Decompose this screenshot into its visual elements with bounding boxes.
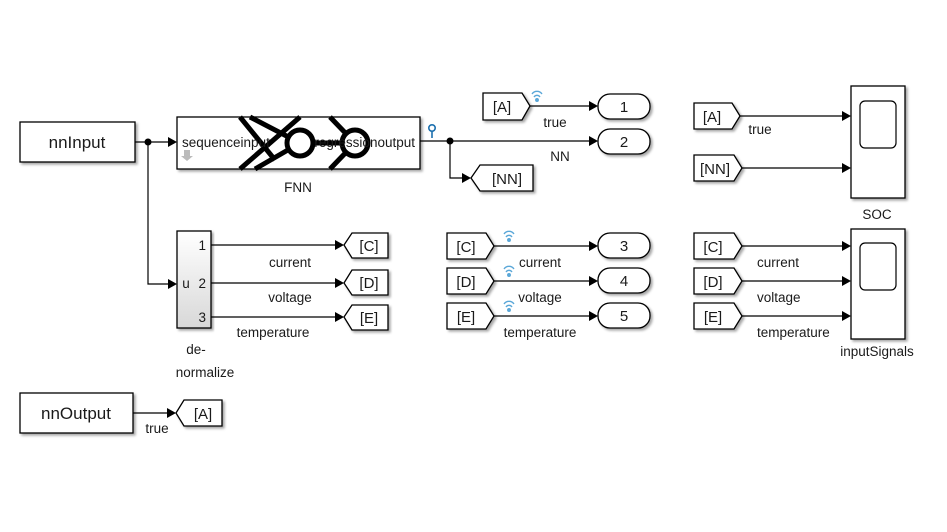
- signal-label-current: current: [519, 255, 561, 270]
- signal-current-out[interactable]: current: [494, 241, 598, 270]
- goto-a[interactable]: [A]: [175, 399, 223, 427]
- from-c-label: [C]: [456, 239, 475, 256]
- signal-label-nn: NN: [550, 149, 570, 164]
- branch-point: [144, 138, 152, 146]
- outport-3-label: 3: [620, 238, 628, 255]
- signal-label-true: true: [748, 122, 771, 137]
- inputsignals-scope-name: inputSignals: [840, 344, 914, 359]
- signal-label-temperature: temperature: [237, 325, 310, 340]
- fnn-input-port-label: sequenceinput: [182, 135, 270, 150]
- outport-3[interactable]: 3: [597, 232, 651, 259]
- signal-label-true: true: [543, 115, 566, 130]
- outport-5-label: 5: [620, 308, 628, 325]
- from-nn-right[interactable]: [NN]: [693, 154, 743, 182]
- signal-label-voltage: voltage: [268, 290, 312, 305]
- signal-true-goto[interactable]: true: [133, 408, 176, 436]
- fnn-block[interactable]: sequenceinput regressionoutput FNN: [176, 114, 421, 195]
- wireless-icon: [503, 230, 515, 312]
- scope-screen-icon: [859, 100, 897, 149]
- fnn-output-port-label: regressionoutput: [314, 135, 415, 150]
- signal-nn-scope[interactable]: [742, 163, 851, 173]
- fnn-name: FNN: [284, 180, 312, 195]
- from-e-label: [E]: [457, 309, 475, 326]
- signal-voltage-out[interactable]: voltage: [494, 276, 598, 305]
- nnoutput-label: nnOutput: [41, 404, 111, 423]
- signal-true-out[interactable]: true: [530, 101, 598, 130]
- outport-2-label: 2: [620, 134, 628, 151]
- scope-screen-icon: [859, 242, 897, 291]
- soc-scope-name: SOC: [862, 207, 892, 222]
- outport-4-label: 4: [620, 273, 628, 290]
- from-a-label: [A]: [493, 99, 511, 116]
- outport-1[interactable]: 1: [597, 93, 651, 120]
- goto-d[interactable]: [D]: [343, 269, 389, 296]
- goto-nn[interactable]: [NN]: [470, 164, 534, 192]
- from-a-label: [A]: [703, 109, 721, 126]
- nninput-label: nnInput: [49, 133, 106, 152]
- goto-e-label: [E]: [360, 310, 378, 327]
- denormalize-block[interactable]: u 1 2 3 de- normalize: [176, 230, 235, 380]
- denorm-port-2: 2: [198, 276, 206, 291]
- outport-2[interactable]: 2: [597, 128, 651, 155]
- goto-a-label: [A]: [194, 406, 212, 423]
- from-nn-label: [NN]: [700, 161, 730, 178]
- goto-c-label: [C]: [359, 238, 378, 255]
- outport-5[interactable]: 5: [597, 302, 651, 329]
- goto-e[interactable]: [E]: [343, 304, 389, 331]
- signal-true-scope[interactable]: true: [740, 111, 851, 137]
- nninput-block[interactable]: nnInput: [19, 121, 136, 163]
- denorm-port-3: 3: [198, 310, 206, 325]
- signal-voltage-goto[interactable]: voltage: [211, 278, 344, 305]
- neural-network-icon: [238, 114, 371, 172]
- goto-nn-label: [NN]: [492, 171, 522, 188]
- signal-temperature-goto[interactable]: temperature: [211, 312, 344, 340]
- denorm-port-1: 1: [198, 238, 206, 253]
- signal-label-voltage: voltage: [518, 290, 562, 305]
- denorm-name-1: de-: [186, 342, 206, 357]
- from-c-mid[interactable]: [C]: [446, 232, 495, 260]
- outport-1-label: 1: [620, 99, 628, 116]
- signal-nn[interactable]: NN: [420, 136, 598, 183]
- signal-current-goto[interactable]: current: [211, 240, 344, 270]
- from-e-right[interactable]: [E]: [693, 302, 743, 330]
- from-d-mid[interactable]: [D]: [446, 267, 495, 295]
- signal-label-current: current: [269, 255, 311, 270]
- from-d-label: [D]: [456, 274, 475, 291]
- signal-nninput[interactable]: [135, 137, 177, 289]
- denorm-name-2: normalize: [176, 365, 235, 380]
- from-c-right[interactable]: [C]: [693, 232, 743, 260]
- signal-temperature-scope[interactable]: temperature: [742, 311, 851, 340]
- goto-d-label: [D]: [359, 275, 378, 292]
- signal-label-true: true: [145, 421, 168, 436]
- nnoutput-block[interactable]: nnOutput: [19, 392, 134, 434]
- outport-4[interactable]: 4: [597, 267, 651, 294]
- signal-label-temperature: temperature: [757, 325, 830, 340]
- from-c-label: [C]: [703, 239, 722, 256]
- denorm-in-port: u: [182, 276, 190, 291]
- from-e-label: [E]: [704, 309, 722, 326]
- from-e-mid[interactable]: [E]: [446, 302, 495, 330]
- signal-temperature-out[interactable]: temperature: [494, 311, 598, 340]
- signal-label-temperature: temperature: [504, 325, 577, 340]
- from-a-top[interactable]: [A]: [482, 92, 531, 121]
- goto-c[interactable]: [C]: [343, 232, 389, 259]
- probe-icon[interactable]: [427, 124, 436, 138]
- signal-voltage-scope[interactable]: voltage: [742, 276, 851, 305]
- soc-scope[interactable]: SOC: [850, 85, 906, 222]
- from-d-label: [D]: [703, 274, 722, 291]
- down-arrow-icon: [181, 150, 193, 161]
- signal-current-scope[interactable]: current: [742, 241, 851, 270]
- signal-label-current: current: [757, 255, 799, 270]
- inputsignals-scope[interactable]: inputSignals: [840, 228, 914, 359]
- from-d-right[interactable]: [D]: [693, 267, 743, 295]
- wireless-icon: [531, 90, 543, 102]
- signal-label-voltage: voltage: [757, 290, 801, 305]
- from-a-right[interactable]: [A]: [693, 102, 741, 130]
